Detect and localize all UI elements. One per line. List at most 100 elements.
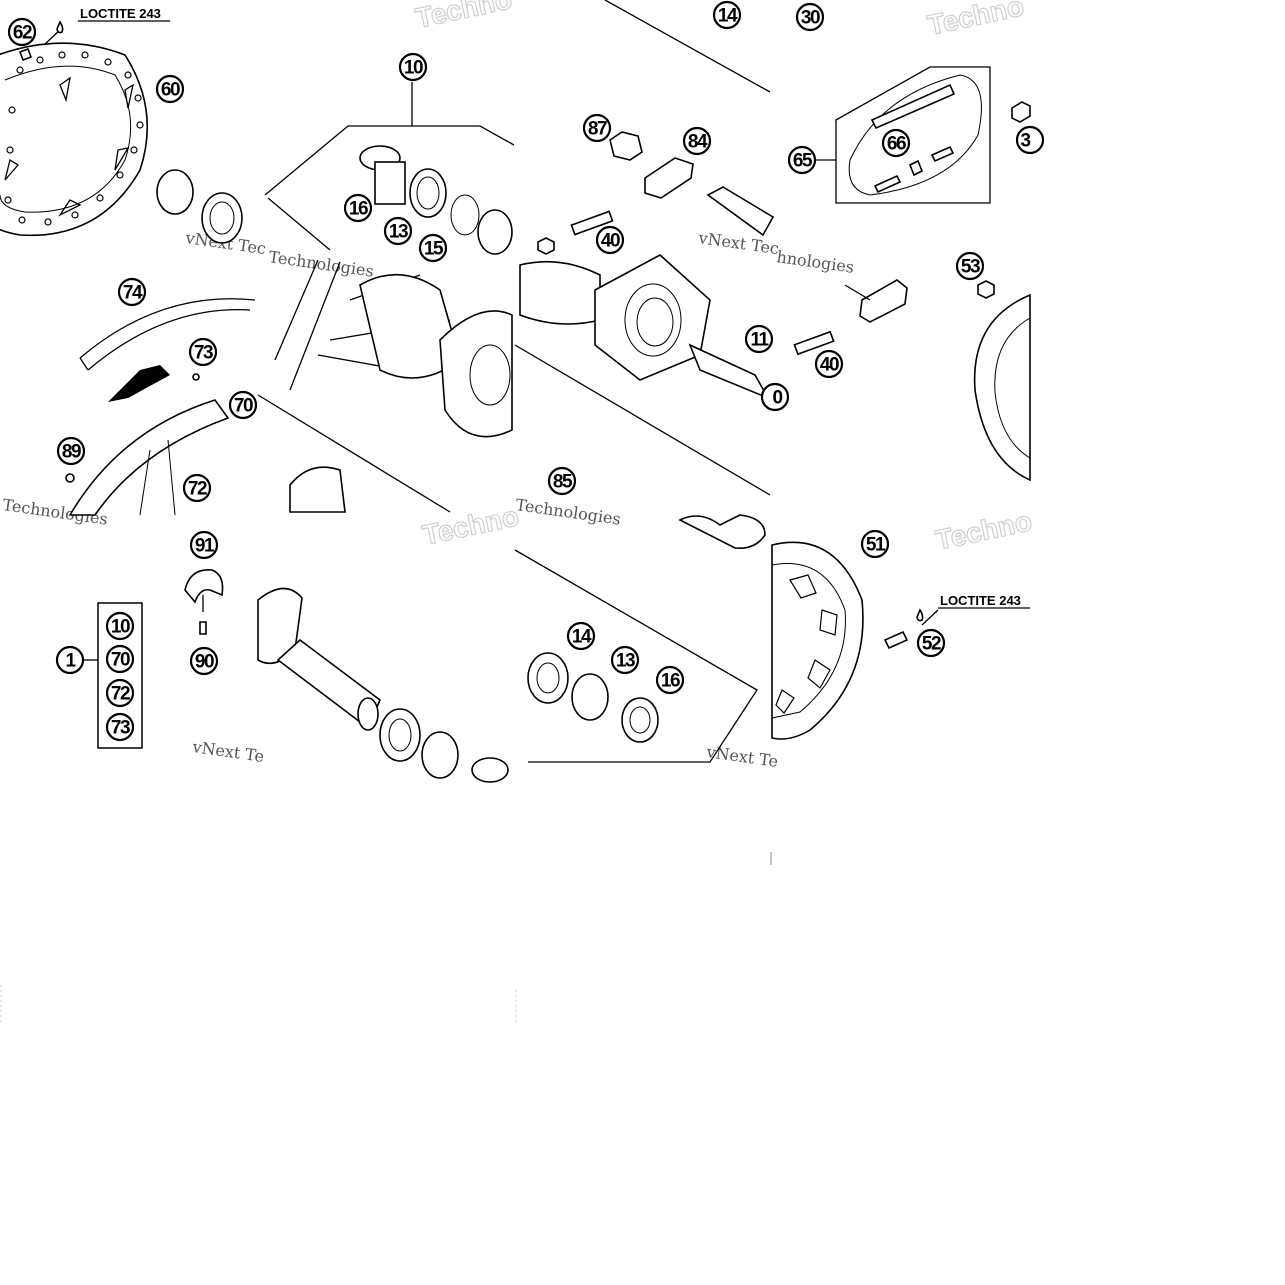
callout-13: 13	[610, 645, 640, 675]
callout-85: 85	[547, 466, 577, 496]
ball-bearing	[477, 209, 513, 255]
svg-text:60: 60	[161, 80, 180, 101]
callout-62: 62	[7, 17, 37, 47]
shaft-seal	[201, 192, 243, 244]
kit-item-73: 73	[105, 712, 135, 742]
axle-adjuster-group	[537, 0, 775, 255]
sprocket-bolt	[883, 630, 909, 650]
callout-87: 87	[582, 113, 612, 143]
callout-3: 3	[1015, 125, 1045, 155]
rear-sprocket-group: LOCTITE 243	[771, 541, 1030, 740]
callout-16: 16	[343, 193, 373, 223]
svg-text:14: 14	[572, 627, 592, 648]
cush-drive-group	[514, 254, 784, 496]
svg-text:13: 13	[616, 651, 635, 672]
svg-text:70: 70	[234, 396, 253, 417]
callout-53: 53	[955, 251, 985, 281]
sprocket-cutouts	[775, 574, 838, 714]
watermark-technologies: Technologies	[267, 247, 375, 281]
brake-disc-slot	[4, 158, 19, 181]
callout-40: 40	[814, 349, 844, 379]
svg-text:53: 53	[961, 257, 980, 278]
watermark-techno: Techno	[925, 0, 1027, 41]
svg-text:10: 10	[111, 617, 130, 638]
svg-text:15: 15	[424, 239, 444, 260]
adjuster-screw	[570, 210, 614, 236]
callout-11: 11	[744, 324, 774, 354]
svg-text:16: 16	[661, 671, 680, 692]
adjuster-screw	[793, 330, 835, 356]
cush-drive-hub	[594, 254, 711, 381]
nut	[977, 280, 995, 299]
hub-group	[257, 259, 513, 513]
callout-91: 91	[189, 530, 219, 560]
svg-text:66: 66	[887, 134, 906, 155]
watermark-vnext: vNext Te	[190, 737, 265, 766]
ball-bearing	[527, 652, 569, 704]
spoke-nipple	[192, 373, 200, 381]
rear-sprocket	[771, 541, 864, 740]
callouts: 62 60 10 16 13 15 14 30 87 84 40 66 65 3…	[7, 0, 1045, 742]
svg-text:13: 13	[389, 222, 408, 243]
callout-73: 73	[188, 337, 218, 367]
svg-text:65: 65	[793, 151, 813, 172]
chain-links	[870, 83, 956, 130]
rim-lock	[184, 569, 224, 604]
bearing-kit-group	[264, 82, 515, 255]
brake-disc-slot	[58, 199, 82, 217]
rim-lock-nut	[199, 621, 207, 635]
hub-sleeve	[519, 260, 601, 325]
kit-item-70: 70	[105, 644, 135, 674]
svg-text:40: 40	[820, 355, 839, 376]
chain-adjuster	[644, 157, 694, 199]
watermark-technologies: hnologies	[775, 247, 855, 277]
spacer	[678, 514, 766, 550]
circlip	[450, 194, 480, 236]
master-link	[908, 159, 924, 177]
hub-drum	[289, 466, 346, 513]
chain-link	[873, 174, 902, 194]
loctite-drop-icon	[916, 608, 924, 622]
seal-ring	[421, 731, 459, 779]
watermark-technologies: Technologies	[514, 495, 622, 529]
brake-disc-inner-ring	[0, 65, 132, 213]
svg-text:84: 84	[688, 132, 708, 153]
callout-90: 90	[189, 646, 219, 676]
svg-text:3: 3	[1020, 131, 1030, 152]
callout-60: 60	[155, 74, 185, 104]
axle-shaft	[706, 186, 775, 237]
watermark-vnext: vNext Tec	[696, 228, 780, 258]
kit-item-72: 72	[105, 678, 135, 708]
nut	[1011, 101, 1031, 123]
svg-text:11: 11	[750, 330, 769, 351]
svg-text:73: 73	[194, 343, 213, 364]
callout-15: 15	[418, 233, 448, 263]
svg-text:74: 74	[123, 283, 143, 304]
svg-text:14: 14	[718, 6, 738, 27]
callout-30: 30	[795, 2, 825, 32]
direction-arrow-icon	[108, 365, 170, 402]
svg-text:10: 10	[404, 58, 423, 79]
brake-disc-holes	[4, 51, 144, 226]
bearing-kit-rear-group	[514, 514, 766, 763]
chain-adjuster	[859, 279, 908, 323]
ball-bearing	[379, 708, 421, 762]
watermark-techno: Techno	[420, 500, 522, 551]
chain-loop	[848, 74, 982, 196]
svg-text:52: 52	[922, 634, 941, 655]
sprocket-top-group	[793, 279, 1031, 482]
callout-66: 66	[881, 128, 911, 158]
callout-89: 89	[56, 436, 86, 466]
svg-text:16: 16	[349, 199, 368, 220]
spacer-tube	[688, 343, 770, 400]
callout-52: 52	[916, 628, 946, 658]
spacer-tube	[276, 638, 381, 730]
seal-ring	[409, 168, 447, 218]
callout-40: 40	[595, 225, 625, 255]
callout-0: 0	[760, 382, 790, 412]
seal-ring	[571, 673, 609, 721]
brake-disc-group: LOCTITE 243	[0, 6, 243, 244]
callout-14: 14	[712, 0, 742, 30]
bushing	[471, 757, 509, 783]
